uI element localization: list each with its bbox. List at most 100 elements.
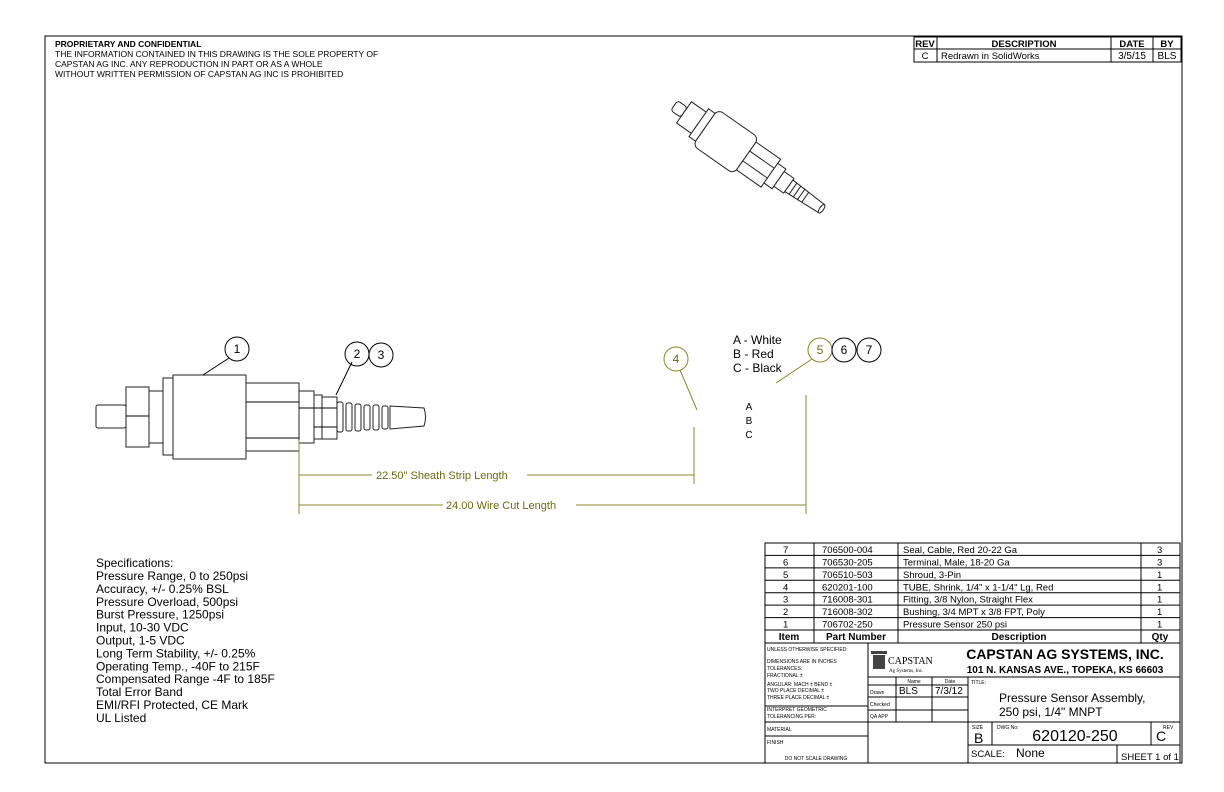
rev-date: 3/5/15 (1118, 51, 1146, 62)
dimensions: 22.50" Sheath Strip Length 24.00 Wire Cu… (298, 395, 807, 514)
title-block: UNLESS OTHERWISE SPECIFIED: DIMENSIONS AR… (764, 642, 1181, 764)
bom-part-number: 620201-100 (822, 582, 873, 593)
wire-legend-b: B - Red (733, 347, 774, 361)
drawn-label: Drawn (870, 690, 885, 696)
revision-block: REV DESCRIPTION DATE BY C Redrawn in Sol… (913, 36, 1182, 63)
tolerance-note: TOLERANCES: (767, 666, 802, 672)
capstan-logo: CAPSTAN Ag Systems, Inc. (871, 651, 933, 674)
spec-item: EMI/RFI Protected, CE Mark (96, 698, 249, 712)
bill-of-materials: Item Part Number Description Qty 7 706500… (764, 542, 1181, 644)
size-label: SIZE (972, 725, 984, 731)
tolerance-note: DIMENSIONS ARE IN INCHES (767, 659, 837, 665)
bom-part-number: 706530-205 (822, 557, 873, 568)
notice-heading: PROPRIETARY AND CONFIDENTIAL (55, 39, 201, 49)
spec-item: Long Term Stability, +/- 0.25% (96, 646, 256, 660)
rev-header: REV (915, 39, 935, 50)
specifications: Specifications: Pressure Range, 0 to 250… (96, 556, 275, 725)
drawn-date: 7/3/12 (935, 686, 963, 697)
sheet-border (44, 35, 1183, 764)
tolerance-note: FRACTIONAL ± (767, 673, 803, 679)
name-header: Name (907, 679, 921, 685)
spec-item: Output, 1-5 VDC (96, 634, 185, 648)
logo-text: CAPSTAN (888, 656, 933, 667)
bom-header-item: Item (779, 632, 800, 643)
balloon-2: 2 (354, 347, 361, 361)
date-header: DATE (1119, 39, 1144, 50)
bom-qty: 3 (1157, 545, 1162, 556)
sheet-size: B (974, 730, 983, 746)
drawing-title-line2: 250 psi, 1/4" MNPT (999, 705, 1103, 719)
checked-label: Checked (870, 702, 890, 708)
balloons: 1 2 3 4 5 6 7 (202, 336, 882, 411)
company-name: CAPSTAN AG SYSTEMS, INC. (966, 646, 1164, 662)
bom-item: 2 (783, 607, 788, 618)
bom-qty: 1 (1157, 620, 1162, 631)
spec-item: Compensated Range -4F to 185F (96, 672, 275, 686)
spec-item: Input, 10-30 VDC (96, 621, 189, 635)
rev-by: BLS (1158, 51, 1177, 62)
by-header: BY (1160, 39, 1174, 50)
drawing-number: 620120-250 (1032, 728, 1118, 745)
spec-item: Total Error Band (96, 685, 183, 699)
spec-item: Burst Pressure, 1250psi (96, 608, 224, 622)
scale-label: SCALE: (971, 749, 1005, 760)
drawing-rev: C (1156, 728, 1166, 744)
bom-description: Shroud, 3-Pin (903, 570, 961, 581)
do-not-scale-note: DO NOT SCALE DRAWING (785, 756, 848, 762)
drawn-name: BLS (899, 686, 918, 697)
bom-row: 7 706500-004 Seal, Cable, Red 20-22 Ga 3 (783, 545, 1162, 556)
sheet-number: SHEET 1 of 1 (1121, 752, 1179, 763)
balloon-3: 3 (378, 348, 385, 362)
confidential-notice: PROPRIETARY AND CONFIDENTIAL THE INFORMA… (55, 39, 378, 79)
tolerance-note: THREE PLACE DECIMAL ± (767, 695, 830, 701)
bom-qty: 1 (1157, 595, 1162, 606)
bom-item: 7 (783, 545, 788, 556)
wire-cut-dimension: 24.00 Wire Cut Length (446, 500, 556, 512)
bom-qty: 3 (1157, 557, 1162, 568)
bom-description: Seal, Cable, Red 20-22 Ga (903, 545, 1018, 556)
spec-item: Pressure Overload, 500psi (96, 595, 238, 609)
material-label: MATERIAL (767, 727, 792, 733)
spec-item: Pressure Range, 0 to 250psi (96, 569, 248, 583)
bom-qty: 1 (1157, 582, 1162, 593)
bom-qty: 1 (1157, 607, 1162, 618)
bom-header-part: Part Number (826, 632, 886, 643)
wire-legend-a: A - White (733, 333, 782, 347)
balloon-4: 4 (673, 352, 680, 366)
rev-value: C (922, 51, 929, 62)
tolerance-note: TWO PLACE DECIMAL ± (767, 688, 824, 694)
notice-line: WITHOUT WRITTEN PERMISSION OF CAPSTAN AG… (55, 69, 343, 79)
balloon-1: 1 (234, 342, 241, 356)
bom-item: 6 (783, 557, 788, 568)
bom-item: 3 (783, 595, 788, 606)
balloon-5: 5 (817, 343, 824, 357)
spec-item: Accuracy, +/- 0.25% BSL (96, 582, 229, 596)
rev-description: Redrawn in SolidWorks (941, 51, 1040, 62)
bom-header-qty: Qty (1152, 632, 1169, 643)
rev-label: REV (1163, 725, 1174, 731)
bom-part-number: 716008-301 (822, 595, 873, 606)
notice-line: THE INFORMATION CONTAINED IN THIS DRAWIN… (55, 49, 378, 59)
bom-header-description: Description (991, 632, 1046, 643)
side-view (95, 374, 426, 460)
tolerance-note: UNLESS OTHERWISE SPECIFIED: (767, 647, 848, 653)
date-header: Date (945, 679, 956, 685)
bom-part-number: 706500-004 (822, 545, 873, 556)
isometric-view (671, 101, 826, 214)
company-address: 101 N. KANSAS AVE., TOPEKA, KS 66603 (967, 665, 1164, 676)
bom-description: Bushing, 3/4 MPT x 3/8 FPT, Poly (903, 607, 1045, 618)
bom-item: 5 (783, 570, 788, 581)
wire-legend-c: C - Black (733, 361, 783, 375)
pin-label-b: B (746, 416, 753, 427)
balloon-7: 7 (866, 343, 873, 357)
dwg-no-label: DWG No: (997, 725, 1018, 731)
bom-item: 4 (783, 582, 788, 593)
pin-label-a: A (746, 402, 753, 413)
description-header: DESCRIPTION (992, 39, 1057, 50)
qa-label: QA APP (870, 714, 889, 720)
bom-description: TUBE, Shrink, 1/4" x 1-1/4" Lg, Red (903, 582, 1053, 593)
scale-value: None (1016, 746, 1045, 760)
logo-subtext: Ag Systems, Inc. (889, 669, 923, 674)
